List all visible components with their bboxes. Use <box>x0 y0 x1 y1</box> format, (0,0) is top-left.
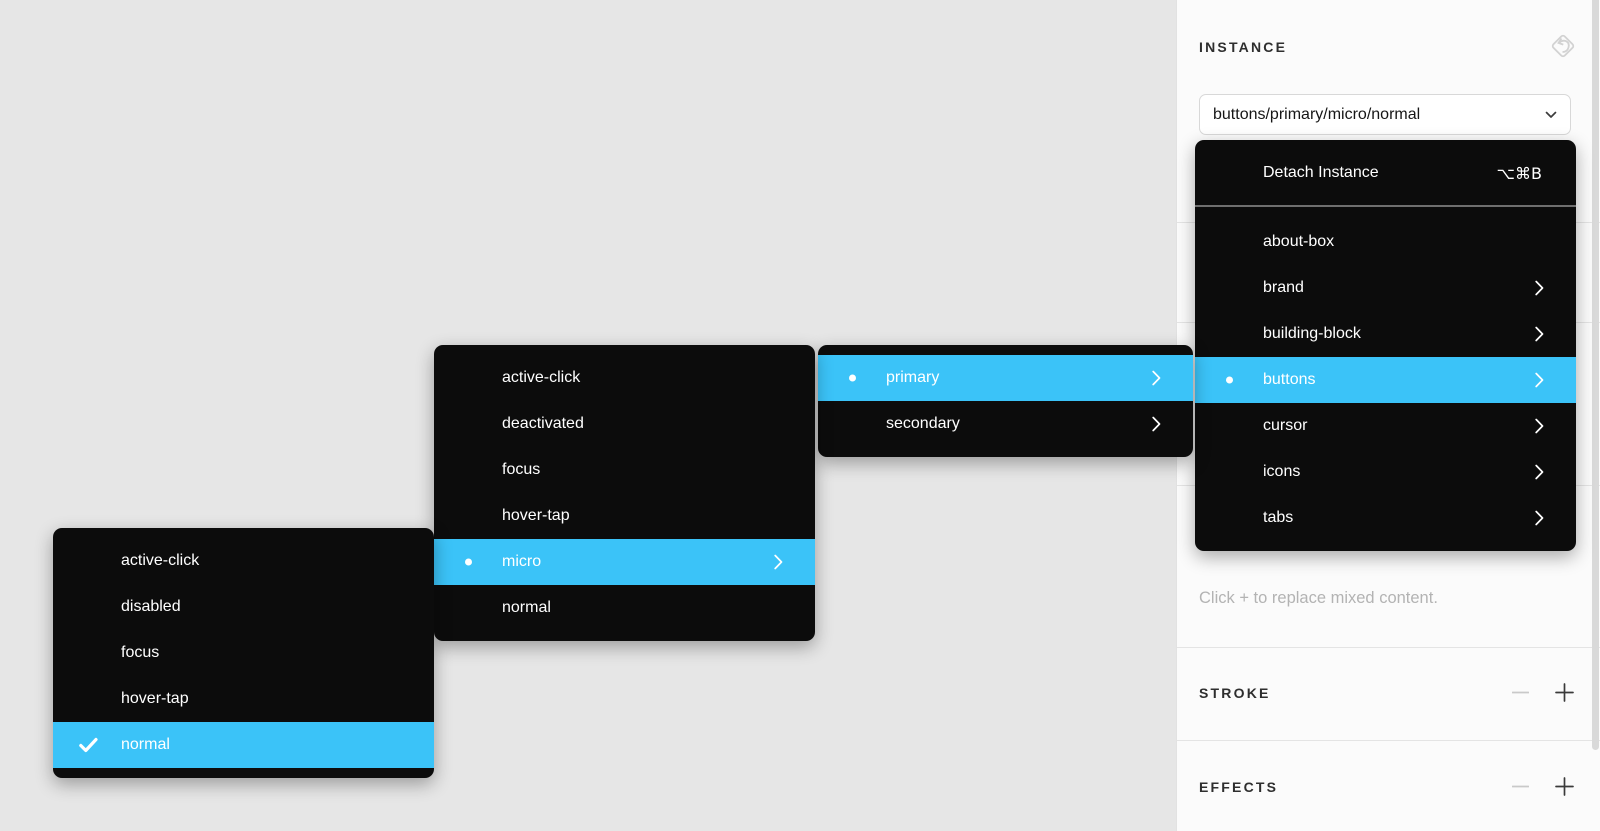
check-icon <box>79 737 98 753</box>
variant-submenu: primary secondary <box>818 345 1193 457</box>
stroke-remove-icon[interactable] <box>1512 691 1529 694</box>
menu-item-active-click[interactable]: active-click <box>121 552 200 569</box>
mixed-content-hint: Click + to replace mixed content. <box>1199 589 1438 607</box>
effects-remove-icon[interactable] <box>1512 785 1529 788</box>
chevron-right-icon <box>1535 418 1544 433</box>
instance-selector-dropdown[interactable]: buttons/primary/micro/normal <box>1199 94 1571 135</box>
menu-item-hover-tap[interactable]: hover-tap <box>502 507 570 524</box>
stroke-section-title: STROKE <box>1199 685 1271 701</box>
instance-selector-value: buttons/primary/micro/normal <box>1213 105 1421 123</box>
menu-item-detach-instance[interactable]: Detach Instance ⌥⌘B <box>1263 163 1542 183</box>
instance-swap-icon[interactable] <box>1546 29 1580 63</box>
menu-item-buttons[interactable]: buttons <box>1195 356 1576 403</box>
menu-item-focus[interactable]: focus <box>121 644 160 661</box>
menu-item-secondary[interactable]: secondary <box>818 401 1193 447</box>
selected-bullet-icon <box>849 374 856 382</box>
menu-item-micro[interactable]: micro <box>434 539 815 585</box>
menu-item-deactivated[interactable]: deactivated <box>502 415 584 432</box>
menu-item-cursor[interactable]: cursor <box>1195 403 1576 449</box>
menu-item-brand[interactable]: brand <box>1195 265 1576 311</box>
stroke-add-icon[interactable] <box>1555 683 1574 702</box>
menu-item-normal[interactable]: normal <box>502 599 551 616</box>
menu-item-building-block[interactable]: building-block <box>1195 311 1576 357</box>
chevron-down-icon <box>1545 111 1557 118</box>
chevron-right-icon <box>1535 280 1544 295</box>
menu-item-about-box[interactable]: about-box <box>1263 232 1335 250</box>
state-submenu: active-click disabled focus hover-tap no… <box>53 528 434 778</box>
chevron-right-icon <box>1152 370 1161 386</box>
divider <box>1177 647 1600 648</box>
menu-item-icons[interactable]: icons <box>1195 449 1576 495</box>
menu-item-disabled[interactable]: disabled <box>121 598 181 615</box>
chevron-right-icon <box>774 554 783 570</box>
divider <box>1177 740 1600 741</box>
chevron-right-icon <box>1152 416 1161 432</box>
panel-scrollbar-thumb[interactable] <box>1592 0 1599 750</box>
menu-item-focus[interactable]: focus <box>502 461 541 478</box>
menu-item-primary[interactable]: primary <box>818 355 1193 401</box>
keyboard-shortcut: ⌥⌘B <box>1496 163 1542 183</box>
selected-bullet-icon <box>465 558 472 566</box>
chevron-right-icon <box>1535 510 1544 525</box>
size-submenu: active-click deactivated focus hover-tap… <box>434 345 815 641</box>
instance-panel-title: INSTANCE <box>1199 39 1288 55</box>
menu-separator <box>1195 205 1576 207</box>
menu-item-active-click[interactable]: active-click <box>502 369 581 386</box>
chevron-right-icon <box>1535 326 1544 341</box>
menu-item-hover-tap[interactable]: hover-tap <box>121 690 189 707</box>
menu-item-normal[interactable]: normal <box>53 722 434 768</box>
selected-bullet-icon <box>1226 376 1233 383</box>
menu-item-tabs[interactable]: tabs <box>1195 495 1576 541</box>
effects-section-title: EFFECTS <box>1199 779 1279 795</box>
effects-add-icon[interactable] <box>1555 777 1574 796</box>
chevron-right-icon <box>1535 372 1544 387</box>
chevron-right-icon <box>1535 464 1544 479</box>
instance-dropdown-menu: Detach Instance ⌥⌘B about-box brand buil… <box>1195 140 1576 551</box>
